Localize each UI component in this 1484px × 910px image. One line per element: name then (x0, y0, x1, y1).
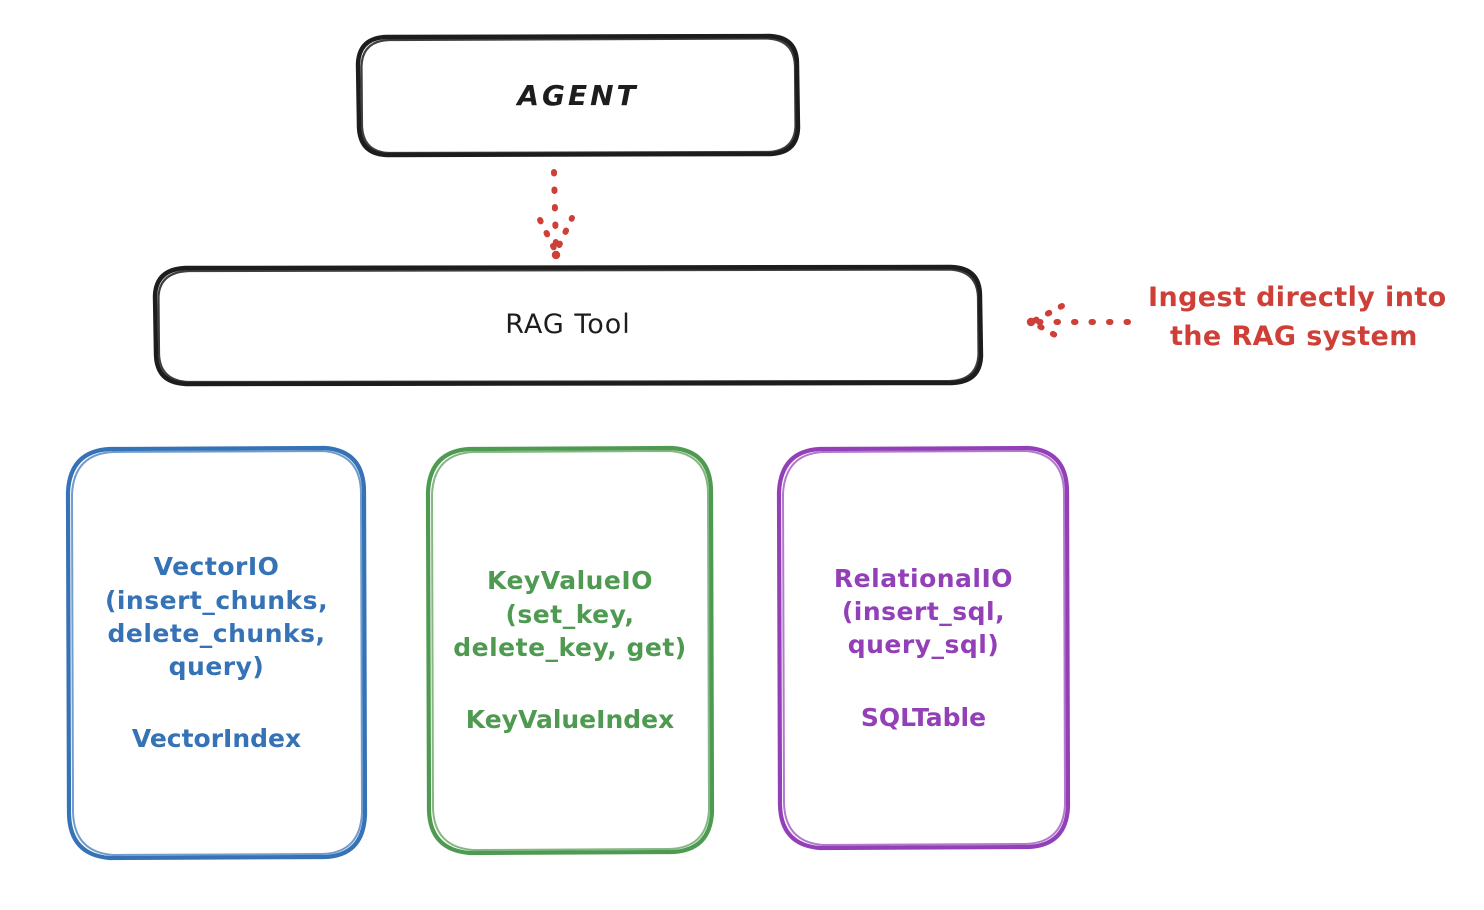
vector-io-node-label: VectorIO (insert_chunks, delete_chunks, … (104, 552, 329, 681)
rag-tool-box-outline (152, 264, 984, 387)
relational-io-node[interactable]: RelationalIO (insert_sql, query_sql) SQL… (779, 448, 1068, 848)
relational-io-box-outline (776, 445, 1071, 851)
rag-tool-node[interactable]: RAG Tool (155, 267, 981, 384)
annotation-to-rag-tool-arrow (1026, 303, 1131, 342)
ingest-annotation-line-2: the RAG system (1170, 321, 1418, 353)
key-value-io-box-outline (425, 445, 715, 856)
vector-io-node[interactable]: VectorIO (insert_chunks, delete_chunks, … (68, 448, 365, 858)
vector-io-node-sublabel: VectorIndex (131, 724, 302, 754)
vector-io-box-outline (65, 445, 368, 861)
ingest-annotation: Ingest directly into the RAG system (1148, 278, 1478, 356)
relational-io-node-label: RelationalIO (insert_sql, query_sql) (833, 563, 1014, 660)
key-value-io-node[interactable]: KeyValueIO (set_key, delete_key, get) Ke… (428, 448, 712, 853)
rag-tool-node-label: RAG Tool (505, 309, 631, 341)
ingest-annotation-line-1: Ingest directly into (1148, 282, 1447, 313)
agent-node[interactable]: AGENT (358, 36, 798, 156)
agent-to-rag-tool-arrow (537, 169, 575, 260)
key-value-io-node-sublabel: KeyValueIndex (465, 705, 675, 735)
relational-io-node-sublabel: SQLTable (860, 702, 987, 732)
key-value-io-node-label: KeyValueIO (set_key, delete_key, get) (453, 566, 687, 662)
agent-box-outline (355, 33, 801, 158)
agent-node-label: AGENT (517, 78, 639, 112)
